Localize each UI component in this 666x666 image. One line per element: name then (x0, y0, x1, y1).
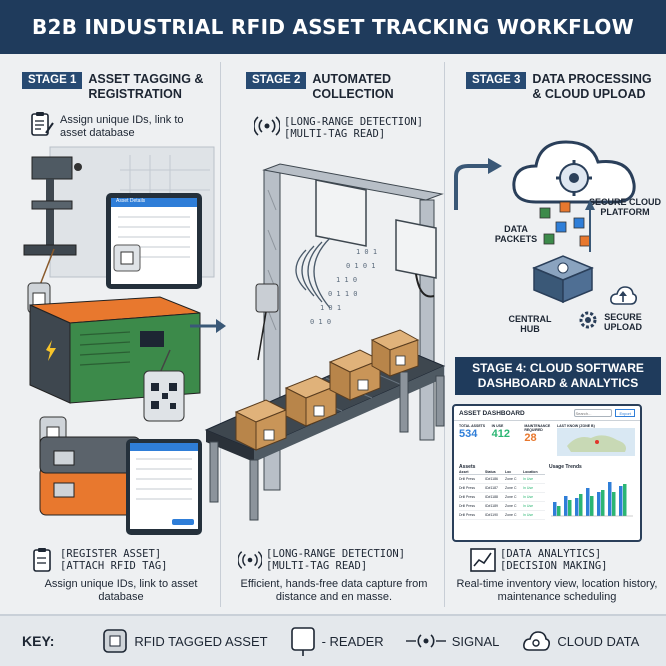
cloud-icon (523, 631, 551, 651)
svg-text:1 0 1: 1 0 1 (320, 304, 341, 312)
stat-in-use: IN USE 412 (491, 424, 511, 440)
dashboard-title: ASSET DASHBOARD (459, 409, 525, 417)
column-divider (220, 62, 221, 607)
data-packets-label: DATA PACKETS (494, 224, 538, 244)
trend-bar (564, 496, 568, 516)
stage-4-heading: STAGE 4: CLOUD SOFTWARE DASHBOARD & ANAL… (455, 357, 661, 395)
legend-key: KEY: RFID TAGGED ASSET - READER SIGNAL C… (0, 614, 666, 666)
key-rfid-tagged-asset: RFID TAGGED ASSET (102, 628, 268, 654)
trend-bar (608, 482, 612, 516)
stat-total-assets: TOTAL ASSETS 534 (459, 424, 486, 440)
trend-bar (601, 490, 605, 516)
central-hub-icon (532, 255, 594, 304)
data-packets-graphic (539, 200, 595, 252)
clipboard-icon (31, 112, 54, 136)
key-title: KEY: (22, 633, 55, 649)
stage-2-illustration: 1 0 1 0 1 0 1 1 1 0 0 1 1 0 1 0 1 0 1 0 (204, 163, 446, 521)
stage-1-name: ASSET TAGGING & REGISTRATION (88, 72, 204, 101)
gear-icon (579, 311, 597, 329)
stage-1-top-note: Assign unique IDs, link to asset databas… (60, 114, 184, 139)
analytics-note: Real-time inventory view, location histo… (456, 578, 658, 603)
stage-1-illustration (23, 146, 215, 535)
assets-table: Assets Asset Status Loc Location Drill P… (459, 464, 545, 525)
signal-icon (254, 116, 280, 136)
trend-bar (579, 494, 583, 516)
trend-bar (575, 498, 579, 516)
equipment-cases (39, 436, 141, 516)
central-hub-label: CENTRAL HUB (508, 314, 552, 334)
trend-bar (557, 506, 561, 516)
stage-3-name: DATA PROCESSING & CLOUD UPLOAD (532, 72, 652, 101)
location-map: LAST KNOW (ZONE B) (557, 424, 636, 461)
stage-1-tag: STAGE 1 (22, 72, 83, 89)
stage-3-tag: STAGE 3 (466, 72, 527, 89)
key-signal: SIGNAL (405, 631, 499, 651)
page-title: B2B INDUSTRIAL RFID ASSET TRACKING WORKF… (31, 15, 635, 39)
cloud-upload-icon (610, 286, 637, 305)
trend-bar (568, 500, 572, 516)
key-reader: - READER (290, 626, 384, 656)
stage-4-name: CLOUD SOFTWARE DASHBOARD & ANALYTICS (477, 361, 644, 390)
trend-bar (619, 486, 623, 516)
clipboard-icon (33, 548, 51, 572)
column-divider (444, 62, 445, 607)
trend-bar (553, 502, 557, 516)
svg-text:0 1 1 0: 0 1 1 0 (328, 290, 358, 298)
rfid-reader (315, 179, 437, 279)
stat-maintenance: MAINTENANCE REQUIRED 28 (524, 424, 551, 444)
stage-2-bottom-note: Efficient, hands-free data capture from … (240, 578, 428, 603)
arrow-right-icon (190, 319, 226, 333)
dashboard-search-input[interactable] (574, 409, 613, 417)
stage-2-name: AUTOMATED COLLECTION (312, 72, 394, 101)
stage-3-heading: STAGE 3 DATA PROCESSING & CLOUD UPLOAD (466, 72, 662, 102)
svg-text:1 0 1: 1 0 1 (356, 248, 377, 256)
key-cloud-data: CLOUD DATA (521, 629, 639, 653)
analytics-bracket: [DATA ANALYTICS] [DECISION MAKING] (500, 548, 608, 572)
trend-bar (597, 492, 601, 516)
trend-bar (586, 488, 590, 516)
usage-trends-chart: Usage Trends (549, 464, 635, 525)
stage-1-bottom-note: Assign unique IDs, link to asset databas… (44, 578, 198, 603)
stage-1-heading: STAGE 1 ASSET TAGGING & REGISTRATION (22, 72, 222, 102)
second-tablet (126, 439, 202, 535)
secure-cloud-label: SECURE CLOUD PLATFORM (588, 197, 661, 217)
rfid-tag-icon (103, 629, 128, 653)
stage-2-top-bracket: [LONG-RANGE DETECTION] [MULTI-TAG READ] (284, 116, 424, 140)
stage-4-tag: STAGE 4: (472, 361, 527, 375)
stage-2-heading: STAGE 2 AUTOMATED COLLECTION (246, 72, 436, 102)
svg-text:0 1 0: 0 1 0 (310, 318, 331, 326)
signal-icon (405, 634, 446, 648)
cloud-icon (512, 140, 636, 204)
export-button[interactable]: Export (615, 409, 635, 417)
analytics-chart-icon (470, 548, 496, 572)
form-title: Asset Details (116, 198, 146, 204)
svg-text:1 1 0: 1 1 0 (336, 276, 357, 284)
reader-icon (290, 627, 315, 656)
stage-2-tag: STAGE 2 (246, 72, 307, 89)
stage-1-bracket: [REGISTER ASSET] [ATTACH RFID TAG] (60, 548, 168, 572)
signal-icon (238, 551, 262, 569)
drill-press (23, 156, 82, 256)
trend-bar (623, 484, 627, 516)
trend-bar (590, 496, 594, 516)
svg-text:0 1 0 1: 0 1 0 1 (346, 262, 376, 270)
upload-arrow-icon (454, 158, 502, 210)
trend-bar (612, 492, 616, 516)
asset-dashboard: ASSET DASHBOARD Export TOTAL ASSETS 534 … (452, 404, 642, 542)
registration-tablet (106, 193, 202, 289)
stage-2-bottom-bracket: [LONG-RANGE DETECTION] [MULTI-TAG READ] (266, 548, 406, 572)
title-banner: B2B INDUSTRIAL RFID ASSET TRACKING WORKF… (0, 0, 666, 54)
secure-upload-label: SECURE UPLOAD (604, 312, 642, 332)
